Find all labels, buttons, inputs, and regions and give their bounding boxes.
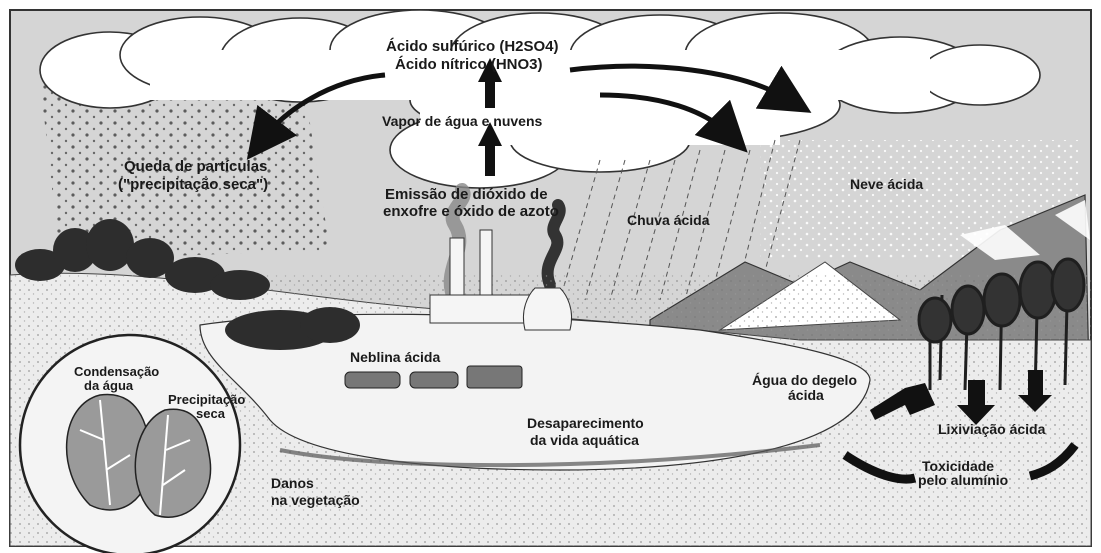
label-dry-fall-paren: ("precipitação seca") [118, 176, 268, 193]
label-acid-snow: Neve ácida [850, 176, 923, 192]
label-emission-2: enxofre e óxido de azoto [383, 203, 559, 220]
label-condensation-2: da água [84, 378, 133, 394]
label-aquatic-life-2: da vida aquática [530, 432, 639, 448]
label-veg-damage: Danos [271, 475, 314, 491]
label-acid-nitric: Ácido nítrico (HNO3) [395, 56, 543, 73]
label-acid-fog: Neblina ácida [350, 349, 440, 365]
label-dry-precip-2: seca [196, 406, 225, 422]
label-aquatic-life: Desaparecimento [527, 415, 644, 431]
label-acid-rain: Chuva ácida [627, 212, 709, 228]
label-vapor-clouds: Vapor de água e nuvens [382, 113, 542, 129]
label-meltwater-2: ácida [788, 387, 824, 403]
label-toxicity-2: pelo alumínio [918, 472, 1008, 488]
label-meltwater: Água do degelo [752, 372, 857, 388]
label-acid-sulfuric: Ácido sulfúrico (H2SO4) [386, 38, 559, 55]
label-veg-damage-2: na vegetação [271, 492, 360, 508]
label-leaching: Lixiviação ácida [938, 421, 1045, 437]
label-emission: Emissão de dióxido de [385, 186, 548, 203]
label-dry-fall: Queda de partículas [124, 158, 267, 175]
